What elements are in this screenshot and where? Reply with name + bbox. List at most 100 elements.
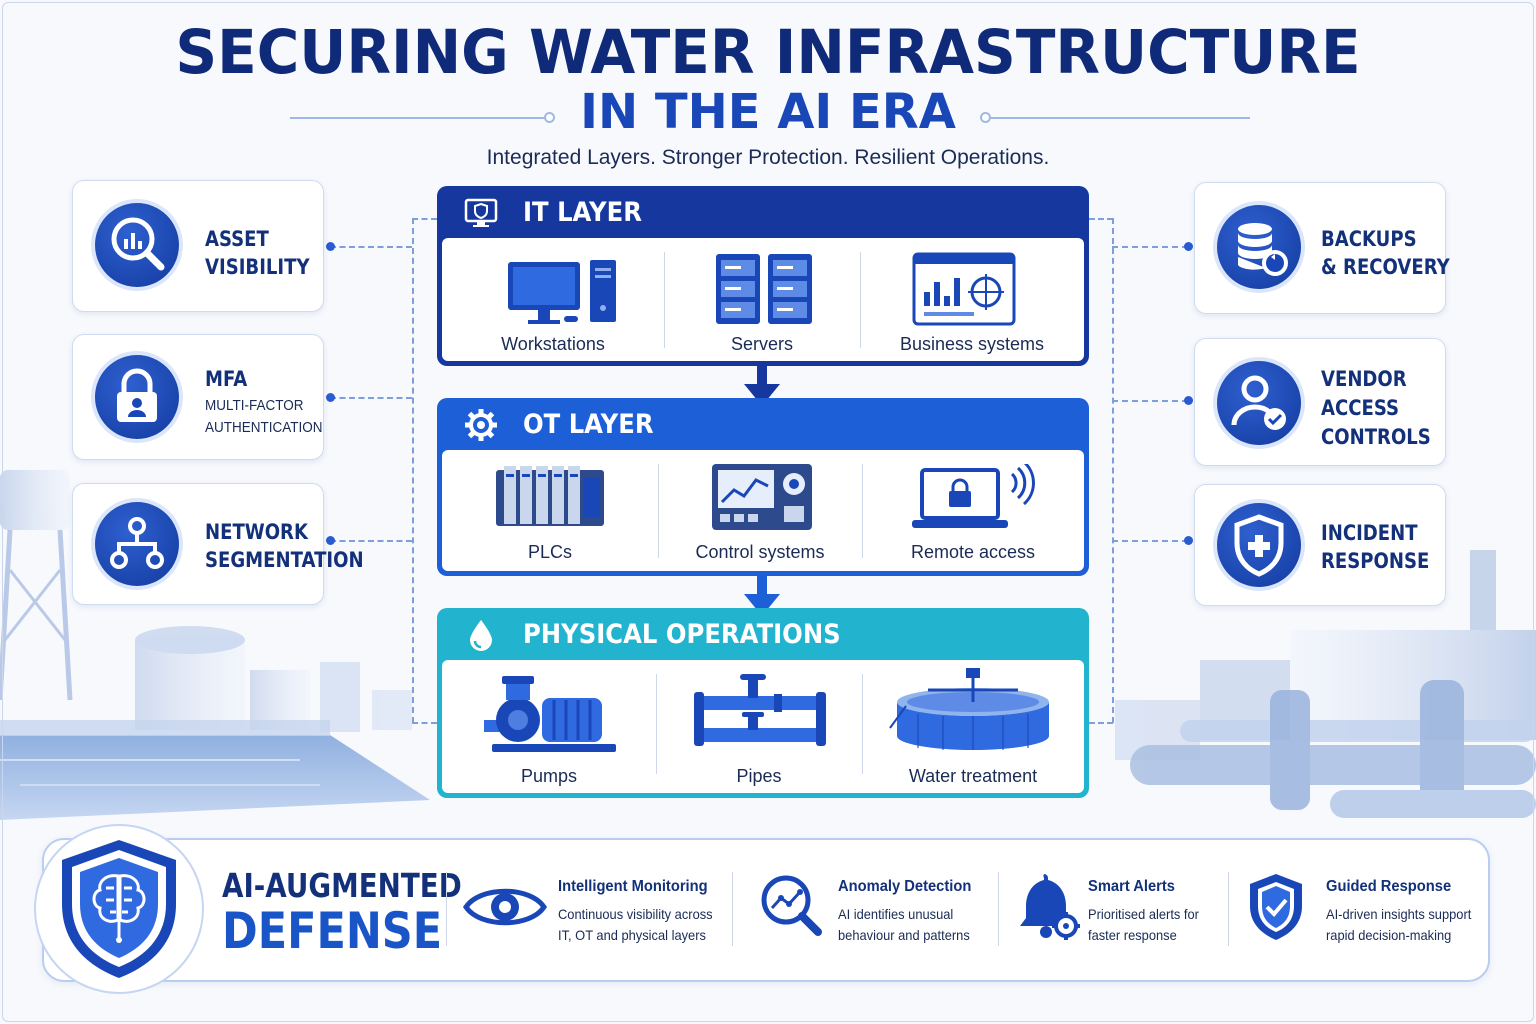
card-title-line1: BACKUPS (1321, 227, 1417, 251)
pipes-cell[interactable]: Pipes (656, 660, 862, 793)
connector-dot (326, 536, 335, 545)
ot-layer-header: OT LAYER (437, 398, 1089, 450)
eye-icon (462, 888, 548, 926)
laptop-lock-icon (912, 464, 1035, 528)
it-layer-body: Workstations Servers Business systems (442, 238, 1084, 361)
feature-desc-line1: Prioritised alerts for (1088, 906, 1199, 922)
feature-desc: Prioritised alerts for faster response (1088, 904, 1199, 946)
card-title-line2: RESPONSE (1321, 549, 1430, 573)
card-title-line1: ASSET (205, 227, 269, 251)
feature-desc-line1: AI-driven insights support (1326, 906, 1472, 922)
it-item-label: Business systems (899, 334, 1045, 354)
connector-left-3 (330, 540, 412, 542)
water-drop-icon (470, 620, 492, 651)
magnifier-trend-icon (761, 875, 822, 936)
plcs-cell[interactable]: PLCs (442, 450, 658, 571)
card-title-line1: NETWORK (205, 520, 308, 544)
divider (862, 674, 863, 774)
ot-layer[interactable]: OT LAYER PLCs Control systems (437, 398, 1089, 576)
padlock-user-icon (91, 351, 183, 443)
database-restore-icon (1213, 201, 1305, 293)
card-title-line3: CONTROLS (1321, 425, 1431, 449)
connector-right-it (1089, 218, 1113, 220)
connector-left-it (412, 218, 437, 220)
connector-dot (326, 393, 335, 402)
physical-layer-body: Pumps Pipes (442, 660, 1084, 793)
remote-access-cell[interactable]: Remote access (862, 450, 1084, 571)
bell-gear-icon (1020, 874, 1080, 940)
divider (1228, 872, 1229, 946)
card-network-segmentation[interactable]: NETWORK SEGMENTATION (72, 483, 364, 605)
connector-left-1 (330, 246, 412, 248)
feature-desc-line1: AI identifies unusual (838, 906, 954, 922)
card-vendor-access[interactable]: VENDOR ACCESS CONTROLS (1194, 338, 1446, 466)
feature-desc-line2: behaviour and patterns (838, 927, 970, 943)
connector-dot (1184, 242, 1193, 251)
feature-title: Smart Alerts (1088, 878, 1175, 895)
feature-desc: AI-driven insights support rapid decisio… (1326, 904, 1471, 946)
monitor-shield-icon (464, 198, 498, 227)
title-rule-right (990, 117, 1250, 119)
divider (664, 252, 665, 348)
card-title-line1: INCIDENT (1321, 521, 1418, 545)
connector-right-1 (1112, 246, 1188, 248)
card-incident-response[interactable]: INCIDENT RESPONSE (1194, 484, 1446, 606)
card-asset-visibility[interactable]: ASSET VISIBILITY (72, 180, 324, 312)
feature-title: Anomaly Detection (838, 878, 972, 895)
card-title-line1: VENDOR (1321, 367, 1407, 391)
title-dot-left (544, 112, 555, 123)
card-title-line2: VISIBILITY (205, 255, 310, 279)
divider (998, 872, 999, 946)
connector-left-vertical (412, 218, 414, 723)
feature-desc-line2: IT, OT and physical layers (558, 927, 706, 943)
physical-operations-layer[interactable]: PHYSICAL OPERATIONS Pumps Pipes (437, 608, 1089, 798)
control-panel-icon (712, 464, 812, 530)
control-systems-cell[interactable]: Control systems (658, 450, 862, 571)
feature-title: Guided Response (1326, 878, 1452, 895)
card-sub-line2: AUTHENTICATION (205, 419, 323, 436)
it-layer-header: IT LAYER (437, 186, 1089, 238)
gear-icon (465, 409, 497, 441)
card-title-line2: & RECOVERY (1321, 255, 1450, 279)
feature-desc: Continuous visibility across IT, OT and … (558, 904, 713, 946)
pipes-right (1130, 680, 1536, 818)
connector-right-3 (1112, 540, 1188, 542)
treatment-tank-icon (889, 668, 1049, 750)
ot-item-label: PLCs (527, 542, 572, 562)
feature-title: Intelligent Monitoring (558, 878, 708, 895)
pumps-cell[interactable]: Pumps (442, 660, 656, 793)
servers-cell[interactable]: Servers (664, 238, 860, 361)
ot-layer-body: PLCs Control systems Remote access (442, 450, 1084, 571)
connector-dot (326, 242, 335, 251)
it-item-label: Servers (730, 334, 793, 354)
it-layer[interactable]: IT LAYER Workstations Servers (437, 186, 1089, 366)
water-treatment-cell[interactable]: Water treatment (862, 660, 1084, 793)
card-backups-recovery[interactable]: BACKUPS & RECOVERY (1194, 182, 1450, 314)
workstations-cell[interactable]: Workstations (442, 238, 664, 361)
shield-brain-icon (62, 840, 176, 978)
business-systems-cell[interactable]: Business systems (860, 238, 1084, 361)
divider (658, 464, 659, 558)
card-title-line2: ACCESS (1321, 396, 1400, 420)
connector-right-vertical (1112, 218, 1114, 723)
title-rule-left (290, 117, 546, 119)
divider (656, 674, 657, 774)
connector-left-2 (330, 397, 412, 399)
ai-shield-badge (34, 824, 204, 994)
user-check-icon (1213, 357, 1305, 449)
water-tower-left (0, 470, 73, 701)
physical-layer-header: PHYSICAL OPERATIONS (437, 608, 1089, 660)
divider (862, 464, 863, 558)
shield-plus-icon (1213, 499, 1305, 591)
ai-defense-title-line2: DEFENSE (222, 902, 443, 960)
plc-icon (496, 466, 604, 526)
physical-layer-title: PHYSICAL OPERATIONS (523, 619, 841, 650)
connector-dot (1184, 396, 1193, 405)
network-nodes-icon (91, 498, 183, 590)
divider (446, 872, 447, 946)
water-basin-left (0, 720, 430, 820)
card-mfa[interactable]: MFA MULTI-FACTOR AUTHENTICATION (72, 334, 324, 460)
card-title-line2: SEGMENTATION (205, 548, 364, 572)
arrow-down-icon (744, 576, 780, 616)
ot-layer-title: OT LAYER (523, 409, 654, 440)
